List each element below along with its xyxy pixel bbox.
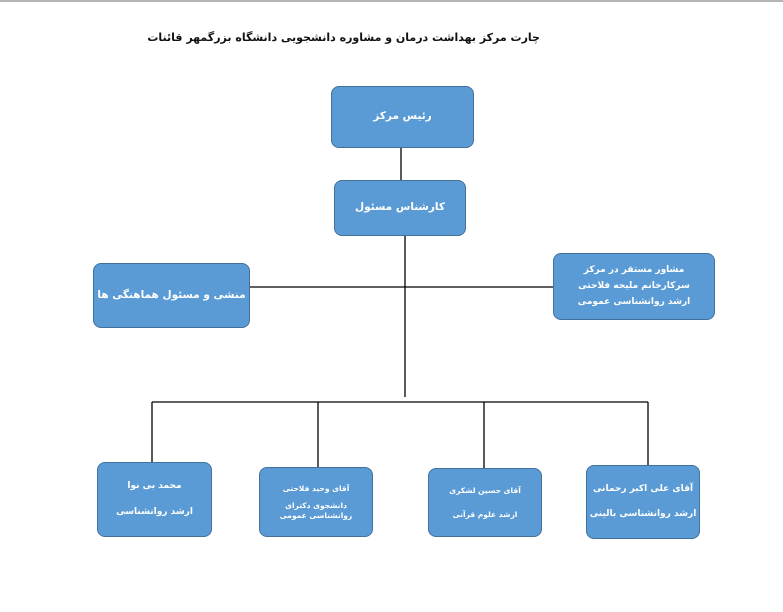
node-expert-line-1: کارشناس مسئول bbox=[355, 201, 445, 214]
node-advisor-line-1: مشاور مستقر در مرکز bbox=[583, 264, 685, 275]
node-secretary-line-1: منشی و مسئول هماهنگی ها bbox=[97, 288, 246, 301]
node-staff-2: آقای وحید فلاحتی دانشجوی دکترای روانشناس… bbox=[259, 467, 373, 537]
node-head-line-1: رئیس مرکز bbox=[373, 110, 432, 123]
node-advisor-line-3: ارشد روانشناسی عمومی bbox=[577, 297, 691, 308]
node-staff-4: آقای علی اکبر رحمانی ارشد روانشناسی بالی… bbox=[586, 465, 700, 539]
node-staff-4-line-1: آقای علی اکبر رحمانی bbox=[592, 483, 694, 494]
node-staff-1: محمد بی نوا ارشد روانشناسی bbox=[97, 462, 212, 537]
node-resident-advisor: مشاور مستقر در مرکز سرکارخانم ملیحه فلاح… bbox=[553, 253, 715, 320]
node-staff-2-line-2: دانشجوی دکترای روانشناسی عمومی bbox=[279, 501, 353, 520]
node-staff-2-line-1: آقای وحید فلاحتی bbox=[282, 483, 350, 493]
node-secretary: منشی و مسئول هماهنگی ها bbox=[93, 263, 250, 328]
node-head-of-center: رئیس مرکز bbox=[331, 86, 474, 148]
node-responsible-expert: کارشناس مسئول bbox=[334, 180, 466, 236]
top-border-line bbox=[0, 0, 783, 2]
node-staff-1-line-2: ارشد روانشناسی bbox=[116, 506, 193, 517]
node-staff-3-line-1: آقای حسین لشکری bbox=[449, 486, 521, 496]
node-staff-3: آقای حسین لشکری ارشد علوم قرآنی bbox=[428, 468, 542, 537]
node-advisor-line-2: سرکارخانم ملیحه فلاحتی bbox=[578, 280, 690, 291]
node-staff-4-line-2: ارشد روانشناسی بالینی bbox=[589, 509, 697, 519]
node-staff-1-line-1: محمد بی نوا bbox=[127, 481, 182, 492]
chart-title: چارت مرکز بهداشت درمان و مشاوره دانشجویی… bbox=[147, 31, 540, 44]
node-staff-3-line-2: ارشد علوم قرآنی bbox=[452, 509, 518, 519]
